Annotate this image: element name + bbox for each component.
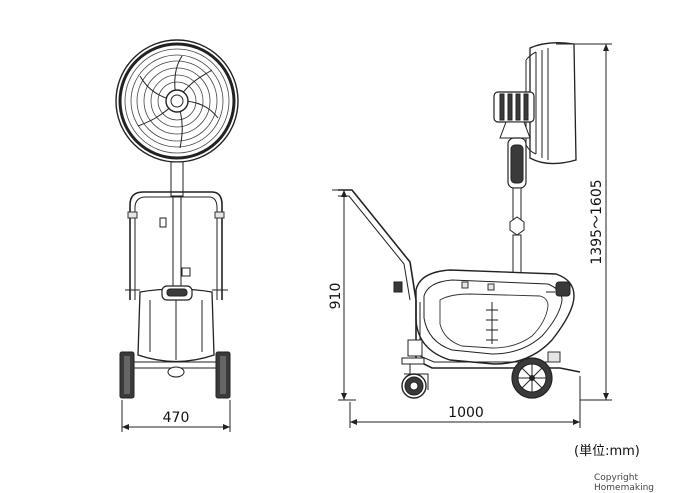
dim-side-length: 1000 bbox=[349, 376, 581, 428]
side-fan-head bbox=[493, 42, 577, 165]
unit-note: (単位:mm) bbox=[574, 444, 640, 459]
front-wheels bbox=[119, 351, 231, 399]
side-chassis bbox=[401, 300, 581, 374]
front-tank bbox=[125, 285, 228, 363]
front-view: 470 bbox=[115, 39, 239, 432]
side-main-wheel bbox=[511, 357, 553, 399]
side-handle bbox=[338, 189, 417, 301]
front-pole bbox=[159, 161, 191, 287]
side-pole bbox=[507, 137, 527, 296]
side-caster-wheel bbox=[401, 373, 429, 399]
fan-height-label: 1395～1605 bbox=[589, 179, 605, 264]
dim-front-width: 470 bbox=[121, 400, 231, 432]
side-tank bbox=[415, 269, 575, 365]
front-handle-frame bbox=[127, 191, 225, 300]
dim-fan-height: 1395～1605 bbox=[556, 43, 612, 401]
copyright-text: Copyright Homemaking bbox=[594, 473, 654, 493]
dim-side-height: 910 bbox=[328, 189, 356, 401]
side-length-label: 1000 bbox=[448, 405, 484, 421]
front-width-label: 470 bbox=[163, 410, 190, 426]
front-fan-guard bbox=[115, 39, 239, 163]
side-view: 910 1395～1605 1000 bbox=[328, 42, 612, 428]
side-height-label: 910 bbox=[328, 283, 344, 310]
